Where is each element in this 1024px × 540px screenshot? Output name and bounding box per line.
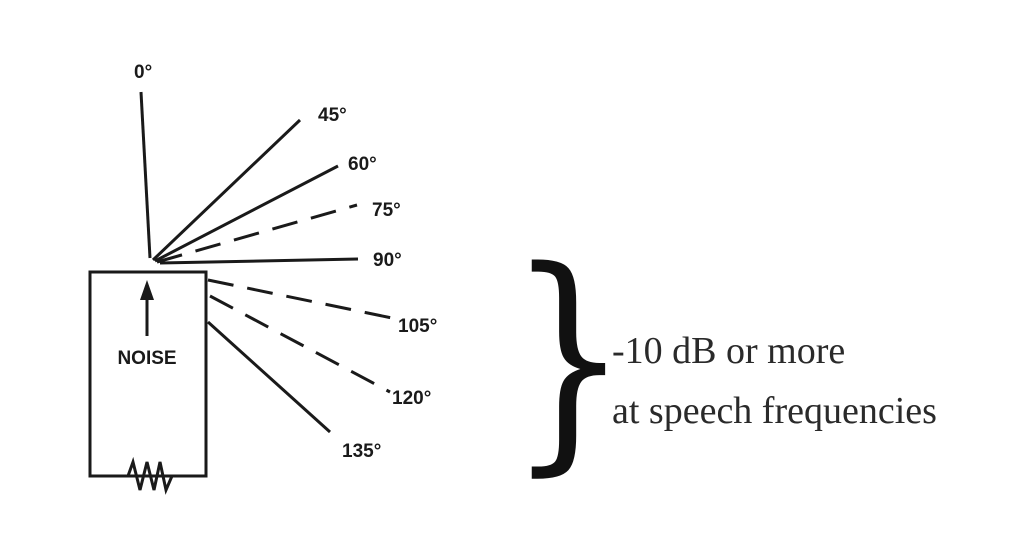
resistor-symbol — [126, 456, 174, 495]
ray-45 — [151, 118, 302, 262]
noise-arrow-head — [140, 280, 154, 300]
attenuation-note-line2: at speech frequencies — [612, 390, 937, 432]
attenuation-note-line1: -10 dB or more — [612, 330, 845, 372]
ray-60 — [154, 164, 339, 263]
angle-label-105: 105° — [398, 316, 437, 337]
angle-label-0: 0° — [134, 62, 152, 83]
angle-label-135: 135° — [342, 441, 381, 462]
angle-label-120: 120° — [392, 388, 431, 409]
angle-label-75: 75° — [372, 200, 401, 221]
noise-label: NOISE — [117, 348, 176, 369]
angle-label-60: 60° — [348, 154, 377, 175]
ray-90 — [159, 257, 359, 265]
angle-labels: 0° 45° 60° 75° 90° 105° 120° 135° — [134, 62, 437, 462]
angle-rays — [139, 91, 393, 434]
grouping-brace: } — [508, 219, 629, 496]
ray-75 — [156, 203, 358, 264]
noise-source-box: NOISE — [88, 270, 208, 495]
ray-0 — [139, 91, 152, 259]
ray-135 — [206, 320, 332, 434]
ray-120 — [209, 294, 391, 394]
annotation: } -10 dB or more at speech frequencies — [508, 219, 937, 496]
source-enclosure — [88, 270, 208, 478]
angle-label-45: 45° — [318, 105, 347, 126]
ray-105 — [207, 278, 393, 320]
angle-label-90: 90° — [373, 250, 402, 271]
